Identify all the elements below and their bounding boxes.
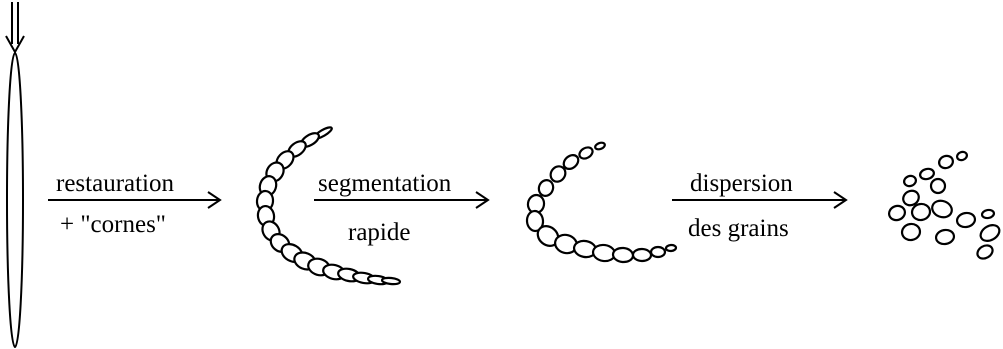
grain [525,209,545,233]
arrow-head-step3 [833,191,848,209]
segmented-chain [525,141,678,264]
curved-chain [255,126,402,286]
grain [664,243,678,253]
grain [549,165,567,183]
grain [900,222,922,242]
grain [980,208,996,220]
grain [380,276,402,286]
grain [888,204,906,222]
grain [929,177,947,195]
grain [578,146,594,160]
label-cornes: + "cornes" [60,211,166,238]
grain [611,246,635,264]
arrow-head-step2 [475,191,490,209]
grain [976,244,994,260]
grain [902,189,920,207]
label-segmentation: segmentation [318,170,452,197]
label-restauration: restauration [56,170,175,197]
grain [537,179,555,197]
label-rapide: rapide [348,219,410,246]
grain [594,141,606,151]
grain [931,199,953,219]
grain [956,150,968,162]
grain [903,174,917,188]
grain [955,211,977,229]
dispersed-grains [888,150,1001,260]
rod-cell [6,52,24,348]
double-down-arrow-icon [5,2,25,55]
grain [979,224,1001,242]
grain [934,228,956,246]
label-dispersion: dispersion [690,170,793,197]
grain [919,167,935,181]
grain [562,154,580,170]
grain [649,245,667,259]
grain [938,154,954,170]
arrow-head-step1 [207,191,222,209]
grain [631,247,653,263]
grain [910,202,932,222]
label-des-grains: des grains [688,215,789,242]
